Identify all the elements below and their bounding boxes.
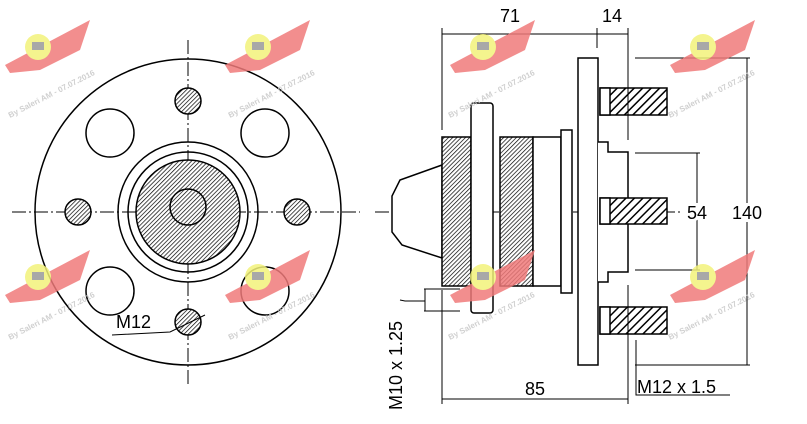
- logo-icon: [450, 20, 535, 73]
- front-view: [12, 40, 360, 385]
- hub-ring-outer: [117, 141, 259, 283]
- watermark-text: By Saleri AM - 07.07.2016: [7, 68, 97, 120]
- watermarks: By Saleri AM - 07.07.2016 By Saleri AM -…: [5, 20, 757, 342]
- flange-outline: [34, 58, 342, 366]
- hole: [85, 266, 135, 316]
- dust-cap: [391, 163, 443, 260]
- hub-ring-inner: [127, 151, 249, 273]
- bearing-race: [441, 136, 472, 287]
- dim-71: 71: [500, 6, 520, 26]
- dim-85: 85: [525, 379, 545, 399]
- hub-center: [135, 159, 241, 265]
- logo-icon: [5, 20, 90, 73]
- stud: [174, 87, 202, 115]
- stud: [64, 198, 92, 226]
- stud: [174, 308, 202, 336]
- m12-leader: [111, 314, 206, 336]
- watermark-text: By Saleri AM - 07.07.2016: [667, 68, 757, 120]
- stud-thread-label: M12 x 1.5: [637, 377, 716, 397]
- sensor-thread-label: M10 x 1.25: [386, 321, 406, 410]
- logo-icon: [670, 20, 755, 73]
- m12-label: M12: [116, 312, 151, 332]
- logo-icon: [5, 250, 90, 303]
- stud: [283, 198, 311, 226]
- hub-body: [532, 136, 562, 287]
- stud-bottom: [599, 306, 668, 335]
- hub-step: [560, 129, 573, 294]
- hole: [85, 108, 135, 158]
- flange: [577, 57, 599, 366]
- dim-54: 54: [687, 203, 707, 223]
- logo-icon: [225, 20, 310, 73]
- center-bore: [169, 188, 207, 226]
- hole: [240, 108, 290, 158]
- stud-middle: [599, 197, 668, 225]
- dim-14: 14: [602, 6, 622, 26]
- dim-140: 140: [732, 203, 762, 223]
- logo-icon: [225, 250, 310, 303]
- side-view: [375, 57, 680, 366]
- sensor-ring: [470, 102, 494, 314]
